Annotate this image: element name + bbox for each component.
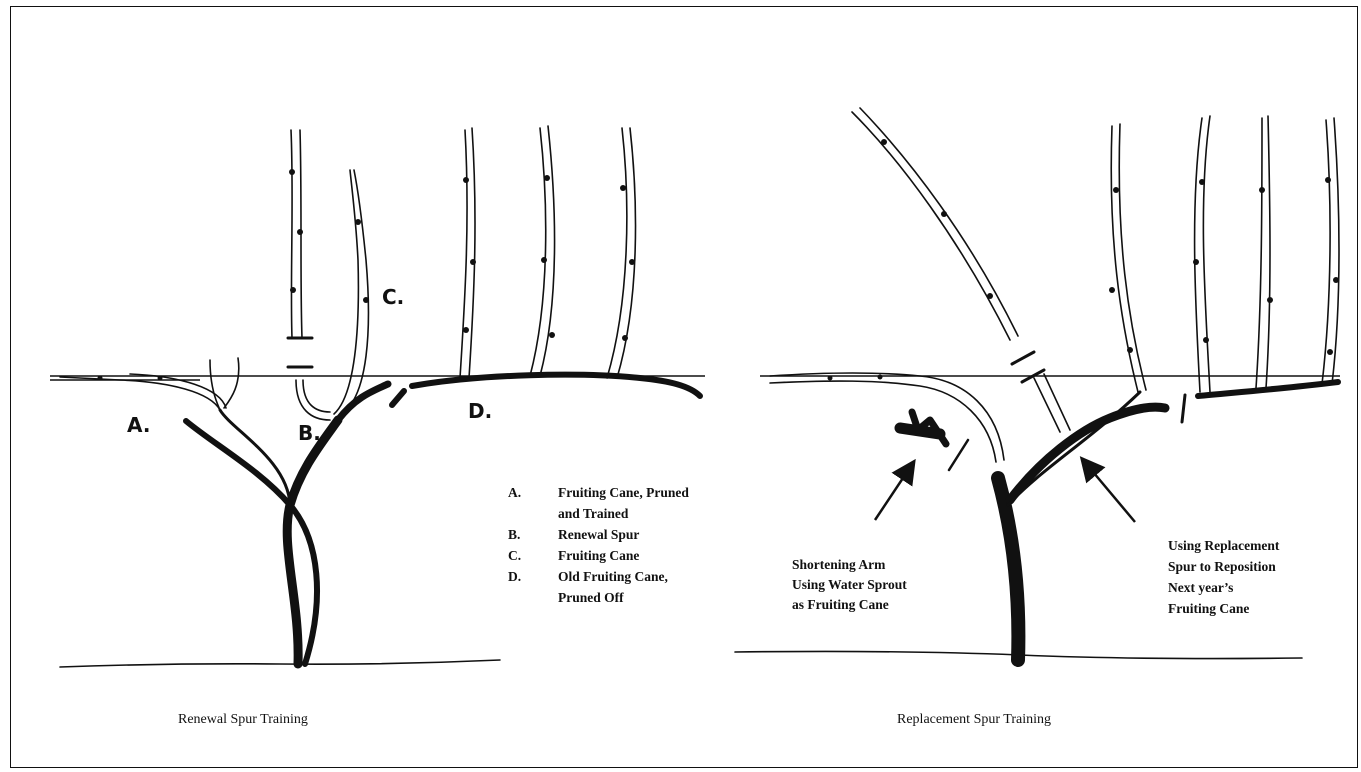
note-left-3: as Fruiting Cane [792, 597, 889, 612]
label-c: C. [382, 285, 404, 309]
legend-key-d: D. [508, 569, 521, 584]
note-right-3: Next year’s [1168, 580, 1233, 595]
legend-text-b: Renewal Spur [558, 527, 639, 542]
label-a: A. [127, 413, 150, 437]
legend-key-c: C. [508, 548, 521, 563]
legend-text-d-1: Old Fruiting Cane, [558, 569, 668, 584]
caption-replacement: Replacement Spur Training [897, 712, 1051, 727]
legend: A. Fruiting Cane, Pruned and Trained B. … [508, 485, 689, 605]
old-fruiting-cane-d [412, 375, 700, 396]
fruiting-cane-a [60, 377, 220, 410]
note-left-2: Using Water Sprout [792, 577, 907, 592]
renewal-spur-b [296, 380, 330, 420]
note-right-2: Spur to Reposition [1168, 559, 1276, 574]
note-right-1: Using Replacement [1168, 538, 1280, 553]
note-left-1: Shortening Arm [792, 557, 886, 572]
legend-key-a: A. [508, 485, 521, 500]
legend-text-c: Fruiting Cane [558, 548, 639, 563]
arrow-right-note [1083, 460, 1135, 522]
legend-text-a-1: Fruiting Cane, Pruned [558, 485, 689, 500]
legend-text-a-2: and Trained [558, 506, 629, 521]
note-right-4: Fruiting Cane [1168, 601, 1249, 616]
arrow-left-note [875, 463, 913, 520]
label-b: B. [298, 421, 321, 445]
renewal-spur-illustration: A. B. C. D. [50, 126, 705, 667]
fruiting-cane-c [334, 170, 358, 414]
ground-line-left [60, 660, 500, 667]
label-d: D. [468, 399, 492, 423]
replacement-spur [1034, 378, 1060, 432]
legend-text-d-2: Pruned Off [558, 590, 624, 605]
legend-key-b: B. [508, 527, 520, 542]
replacement-spur-illustration: Shortening Arm Using Water Sprout as Fru… [735, 108, 1340, 660]
caption-renewal: Renewal Spur Training [178, 712, 308, 727]
